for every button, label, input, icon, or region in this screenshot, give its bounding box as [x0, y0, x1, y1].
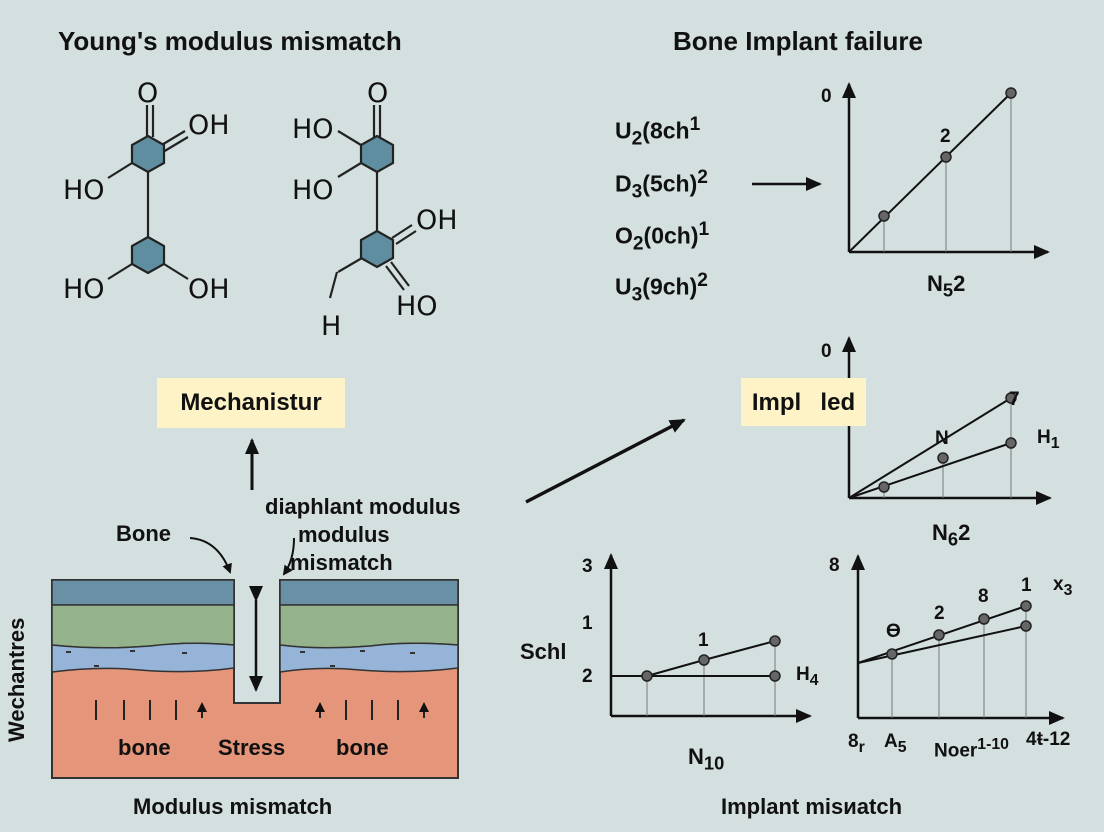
mol-right-ho-bottom: HO — [396, 291, 438, 322]
chart4-tick-1: 8r — [848, 731, 865, 756]
chart4-tick-2: A5 — [884, 731, 907, 756]
equation-1: U2(8ch1 — [615, 114, 701, 150]
chart3-y-2: 2 — [582, 666, 593, 687]
equation-3: O2(0ch)1 — [615, 219, 710, 255]
mol-left-ho-bottom: HO — [63, 274, 105, 305]
hexagon-ring-bottom-right — [359, 229, 395, 269]
chart4-point — [978, 613, 990, 625]
layer-green-right — [279, 604, 459, 649]
chart2-point — [878, 481, 890, 493]
caption-modulus-mismatch: Modulus mismatch — [133, 794, 333, 819]
chart1-point — [878, 210, 890, 222]
title-left: Young's modulus mismatch — [58, 26, 402, 56]
chart4-point-label-0: Ɵ — [886, 621, 901, 642]
chart-2 — [842, 336, 1052, 505]
bone-cross-section — [51, 537, 459, 779]
molecule-left — [107, 105, 189, 280]
chart2-x-label: N62 — [932, 520, 971, 550]
chart2-h-label: H1 — [1037, 427, 1060, 452]
chart3-y-3: 3 — [582, 556, 593, 577]
chart-4 — [851, 554, 1065, 725]
mol-left-oh-bottom: OH — [188, 274, 230, 305]
chart-3 — [604, 553, 812, 723]
chart1-series-line — [848, 92, 1012, 253]
mol-right-h: H — [321, 311, 342, 342]
chart2-point — [937, 452, 949, 464]
chart3-x-label: N10 — [688, 744, 725, 774]
molecule-right — [328, 105, 417, 299]
chart2-n-label: N — [935, 428, 949, 449]
chart3-h-label: H4 — [796, 664, 819, 689]
title-right: Bone Implant failure — [673, 26, 923, 56]
mol-left-oh-right: OH — [188, 110, 230, 141]
chart4-y-8: 8 — [829, 555, 840, 576]
layer-blue-right — [279, 642, 459, 673]
chart2-point — [1005, 392, 1017, 404]
chart3-point — [641, 670, 653, 682]
layer-blue-left — [51, 642, 235, 673]
implied-label-box: Implled — [741, 378, 866, 426]
bone-left-label: bone — [118, 735, 171, 760]
chart-1 — [842, 82, 1050, 259]
bone-label: Bone — [116, 521, 171, 546]
annotation-line-3: mismatch — [290, 550, 393, 575]
chart4-x3-label: x3 — [1053, 574, 1073, 599]
chart4-point — [886, 648, 898, 660]
chart4-point-label-1: 1 — [1021, 575, 1032, 596]
chart2-series-lower — [848, 442, 1012, 499]
arrow-diagonal — [525, 418, 686, 504]
chart1-x-label: N52 — [927, 271, 966, 301]
chart1-y-top-label: 0 — [821, 86, 832, 107]
chart2-y-top-label: 0 — [821, 341, 832, 362]
chart4-point-label-2: 2 — [934, 603, 945, 624]
chart1-point — [940, 151, 952, 163]
mol-right-o-top: O — [367, 78, 389, 109]
equation-2: D3(5ch)2 — [615, 167, 708, 203]
chart3-side-label: Schl — [520, 639, 567, 664]
chart3-point — [698, 654, 710, 666]
chart2-series-upper — [848, 397, 1012, 499]
layer-green-left — [51, 604, 235, 649]
annotation-line-1: diaphlant modulus — [265, 494, 461, 519]
chart4-point — [933, 629, 945, 641]
chart2-point — [1005, 437, 1017, 449]
chart1-point — [1005, 87, 1017, 99]
chart4-point — [1020, 620, 1032, 632]
equation-4: U3(9ch)2 — [615, 270, 708, 306]
mechanism-label-box: Mechanistur — [157, 378, 345, 428]
chart3-series-rising — [646, 640, 776, 677]
hexagon-ring-top-left — [130, 134, 166, 174]
chart1-point-label: 2 — [940, 126, 951, 147]
bone-right-label: bone — [336, 735, 389, 760]
hexagon-ring-bottom-left — [130, 235, 166, 275]
side-label: Wechantres — [4, 617, 29, 742]
stress-label: Stress — [218, 735, 286, 760]
hexagon-ring-top-right — [359, 134, 395, 174]
chart3-y-1: 1 — [582, 613, 593, 634]
layer-top-left — [51, 579, 235, 606]
layer-top-right — [279, 579, 459, 606]
chart4-series-lower — [857, 625, 1027, 664]
chart2-top-point-label: 7 — [1009, 389, 1020, 410]
annotation-line-2: modulus — [298, 522, 390, 547]
chart4-point — [1020, 600, 1032, 612]
chart4-point-label-8: 8 — [978, 586, 989, 607]
mol-right-ho-mid: HO — [292, 175, 334, 206]
mol-left-o-top: O — [137, 78, 159, 109]
chart4-tick-3: Noer1-10 — [934, 736, 1009, 762]
chart3-point-label: 1 — [698, 630, 709, 651]
mol-right-ho-top: HO — [292, 114, 334, 145]
mol-right-oh-right: OH — [416, 205, 458, 236]
chart4-tick-4: 4ŧ-12 — [1026, 729, 1071, 750]
chart3-point — [769, 670, 781, 682]
caption-implant-mismatch: Implant misиatch — [721, 794, 903, 819]
chart3-point — [769, 635, 781, 647]
mol-left-ho-left: HO — [63, 175, 105, 206]
